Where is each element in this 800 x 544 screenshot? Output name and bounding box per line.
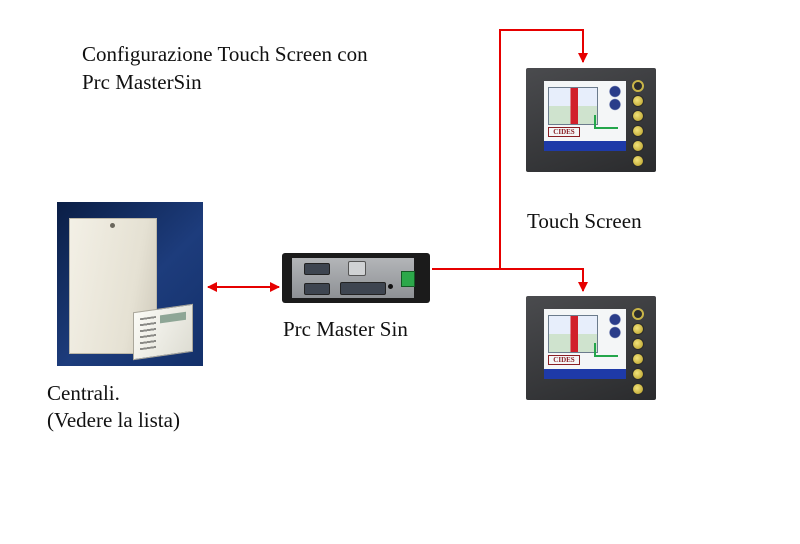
touch-screen-buttons — [632, 308, 644, 395]
touch-screen-label: Touch Screen — [527, 209, 642, 233]
master-label: Prc Master Sin — [283, 317, 408, 341]
cides-logo: CIDES — [548, 355, 580, 365]
touch-screen-top: CIDES — [526, 68, 656, 172]
alarm-keypad — [133, 303, 193, 361]
touch-screen-buttons — [632, 80, 644, 167]
touch-screen-display: CIDES — [544, 81, 626, 151]
terminal-block — [401, 271, 415, 287]
centrali-label-line-2: (Vedere la lista) — [47, 408, 180, 432]
centrale-image — [57, 202, 203, 366]
rj45-port — [348, 261, 366, 276]
diagram-title: Configurazione Touch Screen con Prc Mast… — [82, 40, 368, 96]
link-master-touch-bottom — [500, 268, 588, 292]
serial-port-2 — [304, 283, 330, 295]
link-master-touch-top — [432, 29, 588, 270]
touch-screen-display: CIDES — [544, 309, 626, 379]
serial-port-1 — [304, 263, 330, 275]
title-line-2: Prc MasterSin — [82, 70, 202, 94]
centrali-label-line-1: Centrali. — [47, 381, 120, 405]
parallel-port — [340, 282, 386, 295]
title-line-1: Configurazione Touch Screen con — [82, 42, 368, 66]
centrali-label: Centrali. (Vedere la lista) — [47, 380, 180, 434]
prc-master-sin-device — [282, 253, 430, 303]
touch-screen-bottom: CIDES — [526, 296, 656, 400]
cides-logo: CIDES — [548, 127, 580, 137]
status-led — [388, 284, 393, 289]
